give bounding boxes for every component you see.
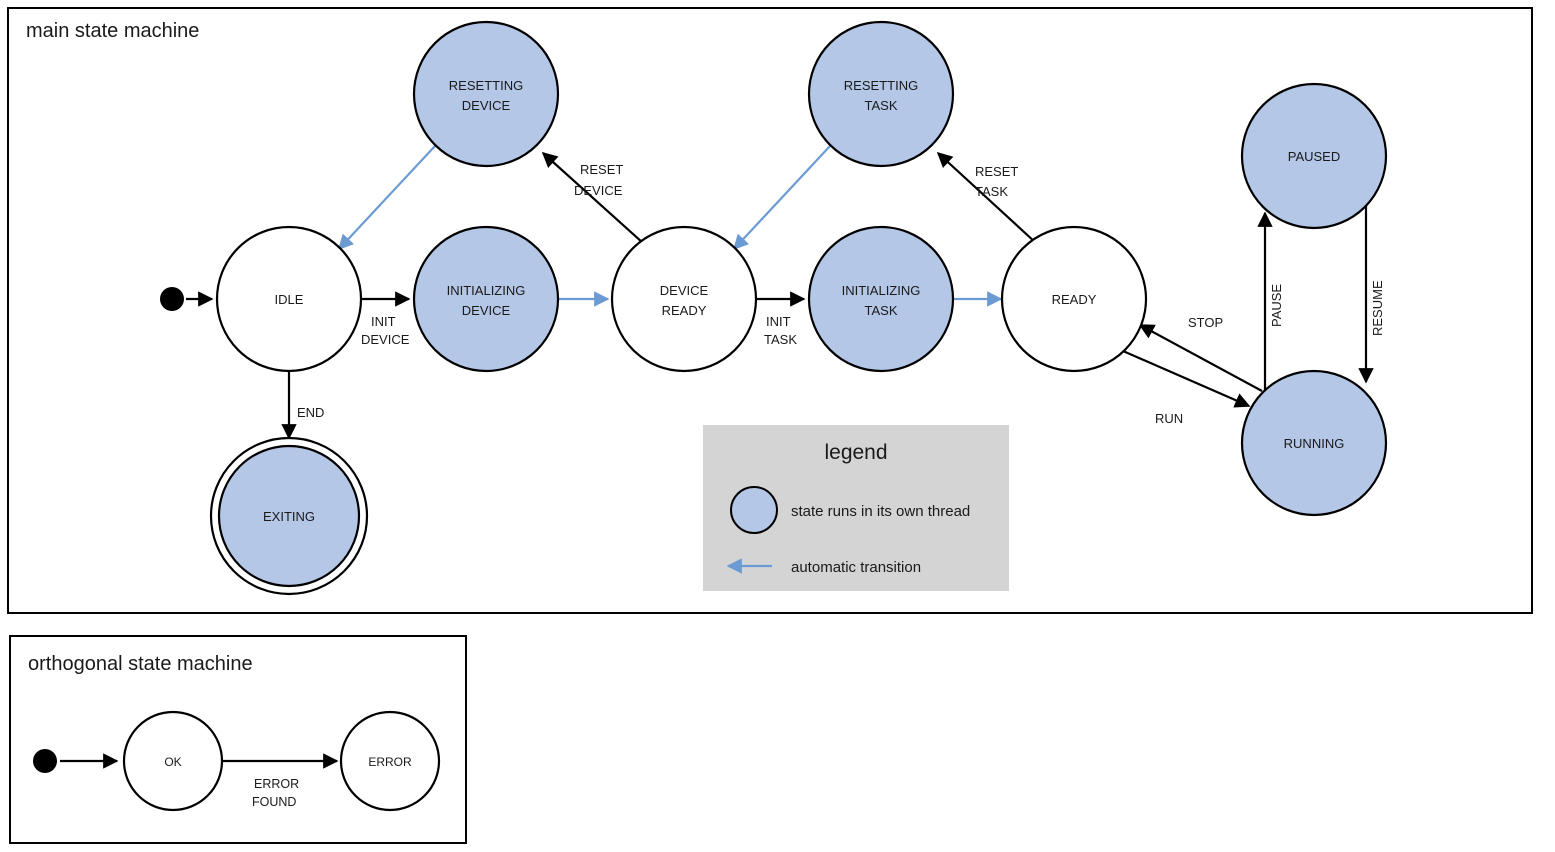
transition-label-reset-task-line2: TASK [975, 184, 1008, 199]
state-resetting-device-label-line2: DEVICE [462, 98, 511, 113]
state-paused[interactable]: PAUSED [1240, 82, 1388, 230]
state-error-circle[interactable] [339, 710, 441, 812]
state-exiting[interactable]: EXITING [209, 436, 369, 596]
state-resetting-device[interactable]: RESETTING DEVICE [412, 20, 560, 168]
transition-label-stop: STOP [1188, 315, 1223, 330]
state-initializing-task-label-line2: TASK [865, 303, 898, 318]
main-states-layer: IDLE RESETTING DEVICE INITIALIZING DEVIC… [160, 20, 1388, 596]
legend-item-1-text: automatic transition [791, 559, 921, 576]
state-initializing-device[interactable]: INITIALIZING DEVICE [412, 225, 560, 373]
state-device-ready-label-line2: READY [662, 303, 707, 318]
state-paused-circle[interactable] [1240, 82, 1388, 230]
transition-ready-to-running [1122, 349, 1251, 408]
transition-label-init-device-line2: DEVICE [361, 332, 410, 347]
state-resetting-device-label-line1: RESETTING [449, 78, 523, 93]
state-paused-label: PAUSED [1288, 149, 1341, 164]
transition-resetting-task-to-device-ready [732, 145, 831, 251]
state-resetting-task-label-line2: TASK [865, 98, 898, 113]
state-ready-circle[interactable] [1000, 225, 1148, 373]
transition-label-init-task-line1: INIT [766, 314, 791, 329]
state-ok-label: OK [164, 755, 181, 769]
transition-label-end: END [297, 405, 324, 420]
transition-running-to-ready [1138, 324, 1263, 392]
state-device-ready-circle[interactable] [610, 225, 758, 373]
main-transitions-layer: INIT DEVICE END RESET DEVICE INIT TASK R… [186, 145, 1385, 440]
state-idle-label: IDLE [275, 292, 304, 307]
state-initializing-task-circle[interactable] [807, 225, 955, 373]
state-initializing-task-label-line1: INITIALIZING [842, 283, 921, 298]
transition-label-reset-device-line1: RESET [580, 162, 623, 177]
transition-ready-to-resetting-task [936, 151, 1037, 244]
state-ready[interactable]: READY [1000, 225, 1148, 373]
transition-label-resume: RESUME [1370, 280, 1385, 336]
transition-label-error-found-line1: ERROR [254, 777, 299, 791]
state-resetting-device-circle[interactable] [412, 20, 560, 168]
transition-label-pause: PAUSE [1269, 284, 1284, 327]
state-ok-circle[interactable] [122, 710, 224, 812]
legend-threaded-state-icon [730, 486, 778, 534]
transition-label-init-device-line1: INIT [371, 314, 396, 329]
transition-label-reset-device-line2: DEVICE [574, 183, 623, 198]
orthogonal-frame-title: orthogonal state machine [28, 653, 253, 675]
state-initializing-device-circle[interactable] [412, 225, 560, 373]
initial-state-dot-orthogonal [33, 749, 57, 773]
state-resetting-task[interactable]: RESETTING TASK [807, 20, 955, 168]
state-device-ready[interactable]: DEVICE READY [610, 225, 758, 373]
state-idle-circle[interactable] [215, 225, 363, 373]
transition-label-reset-task-line1: RESET [975, 164, 1018, 179]
state-idle[interactable]: IDLE [215, 225, 363, 373]
state-initializing-device-label-line1: INITIALIZING [447, 283, 526, 298]
transition-label-run: RUN [1155, 411, 1183, 426]
state-running-label: RUNNING [1284, 436, 1345, 451]
state-running[interactable]: RUNNING [1240, 369, 1388, 517]
state-exiting-circle[interactable] [217, 444, 361, 588]
state-device-ready-label-line1: DEVICE [660, 283, 709, 298]
state-resetting-task-label-line1: RESETTING [844, 78, 918, 93]
state-running-circle[interactable] [1240, 369, 1388, 517]
state-ready-label: READY [1052, 292, 1097, 307]
state-initializing-task[interactable]: INITIALIZING TASK [807, 225, 955, 373]
state-initializing-device-label-line2: DEVICE [462, 303, 511, 318]
state-exiting-label: EXITING [263, 509, 315, 524]
legend: legend state runs in its own thread auto… [703, 425, 1009, 591]
initial-state-dot-main [160, 287, 184, 311]
transition-label-error-found-line2: FOUND [252, 795, 296, 809]
main-frame-title: main state machine [26, 20, 199, 42]
transition-resetting-device-to-idle [337, 145, 436, 251]
transition-label-init-task-line2: TASK [764, 332, 797, 347]
transition-device-ready-to-resetting-device [541, 151, 644, 244]
orthogonal-state-machine-frame: orthogonal state machine ERROR FOUND OK … [9, 635, 467, 844]
legend-item-0-text: state runs in its own thread [791, 503, 970, 520]
state-resetting-task-circle[interactable] [807, 20, 955, 168]
state-ok[interactable]: OK [122, 710, 224, 812]
state-error[interactable]: ERROR [339, 710, 441, 812]
state-error-label: ERROR [368, 755, 412, 769]
legend-title: legend [824, 441, 887, 464]
